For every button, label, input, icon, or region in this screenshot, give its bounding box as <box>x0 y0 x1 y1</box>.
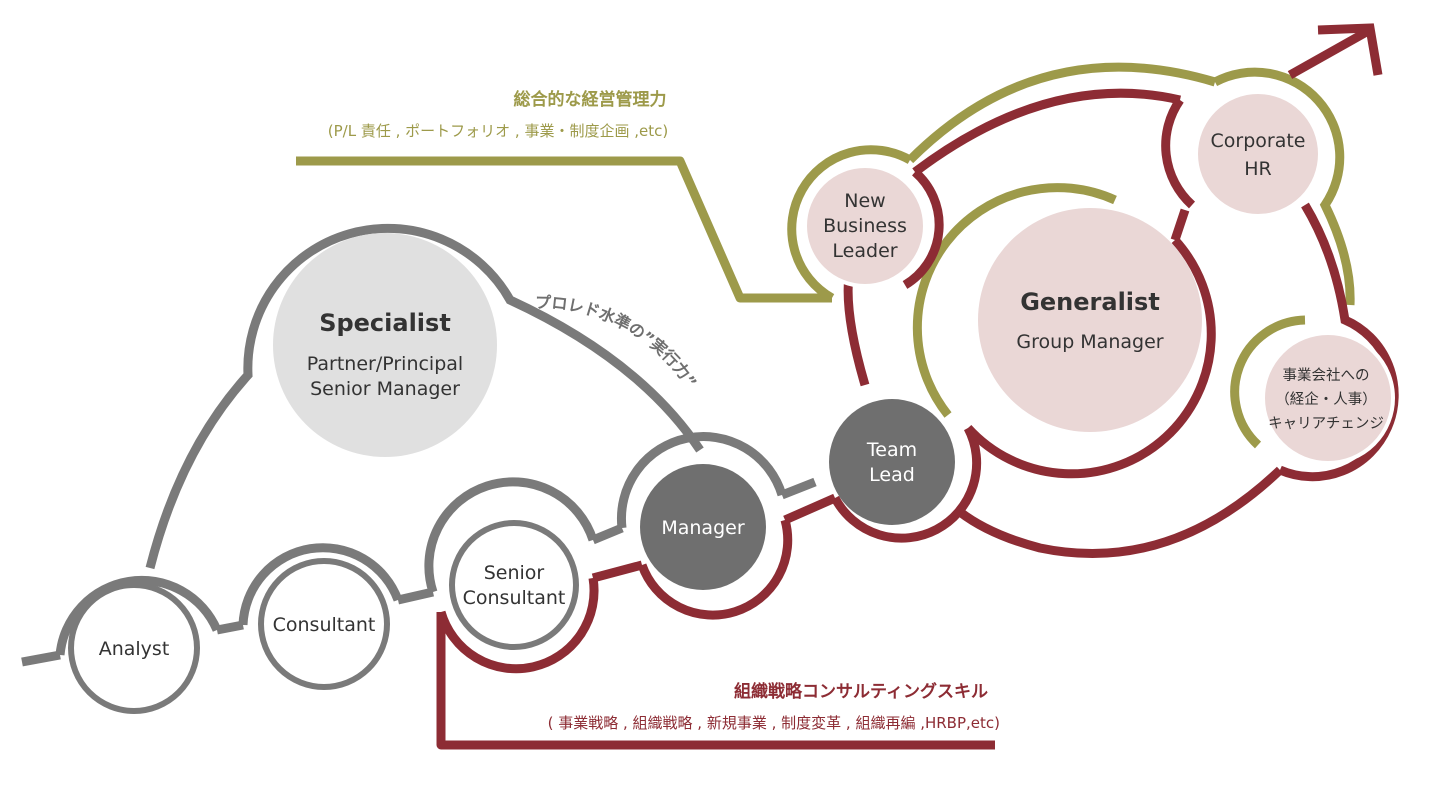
bc-line-2: （経企・人事） <box>1275 390 1377 408</box>
pro-level-label: プロレド水準の”実行力” <box>535 293 701 392</box>
bc-line-3: キャリアチェンジ <box>1268 416 1384 432</box>
org-strategy-title: 組織戦略コンサルティングスキル <box>734 681 988 702</box>
org-strategy-subtitle: ( 事業戦略 , 組織戦略 , 新規事業 , 制度変革 , 組織再編 ,HRBP… <box>548 714 1000 732</box>
management-title: 総合的な経営管理力 <box>514 89 667 110</box>
manager-label: Manager <box>661 517 744 539</box>
senior-consultant-line-2: Consultant <box>463 587 566 609</box>
node-new-business-leader: New Business Leader <box>803 164 927 288</box>
team-lead-line-1: Team <box>866 439 917 461</box>
corporate-hr-line-2: HR <box>1244 158 1272 180</box>
node-analyst: Analyst <box>68 582 200 714</box>
node-manager: Manager <box>640 464 766 590</box>
generalist-role: Group Manager <box>1016 331 1163 353</box>
team-lead-line-2: Lead <box>869 464 915 486</box>
node-specialist: Specialist Partner/Principal Senior Mana… <box>273 233 497 457</box>
specialist-role-1: Partner/Principal <box>307 353 463 375</box>
senior-consultant-line-1: Senior <box>484 562 545 584</box>
node-corporate-hr: Corporate HR <box>1194 90 1322 218</box>
specialist-role-2: Senior Manager <box>310 378 460 400</box>
corporate-hr-line-1: Corporate <box>1211 130 1306 152</box>
node-business-company-career-change: 事業会社への （経企・人事） キャリアチェンジ <box>1261 331 1395 465</box>
pro-level-text: プロレド水準の”実行力” <box>535 293 701 392</box>
nbl-line-3: Leader <box>832 240 897 262</box>
analyst-label: Analyst <box>99 638 170 660</box>
generalist-title: Generalist <box>1020 288 1160 316</box>
node-consultant: Consultant <box>258 558 390 690</box>
nbl-line-1: New <box>844 190 885 212</box>
node-senior-consultant: Senior Consultant <box>449 520 579 650</box>
specialist-title: Specialist <box>319 309 451 337</box>
management-path <box>296 62 1355 449</box>
node-team-lead: Team Lead <box>829 399 955 525</box>
nbl-line-2: Business <box>823 215 907 237</box>
node-generalist: Generalist Group Manager <box>978 208 1202 432</box>
management-subtitle: (P/L 責任 , ポートフォリオ , 事業・制度企画 ,etc) <box>328 122 668 140</box>
consultant-path <box>21 223 817 667</box>
consultant-label: Consultant <box>273 614 376 636</box>
bc-line-1: 事業会社への <box>1283 367 1370 384</box>
org-strategy-path <box>436 23 1399 750</box>
